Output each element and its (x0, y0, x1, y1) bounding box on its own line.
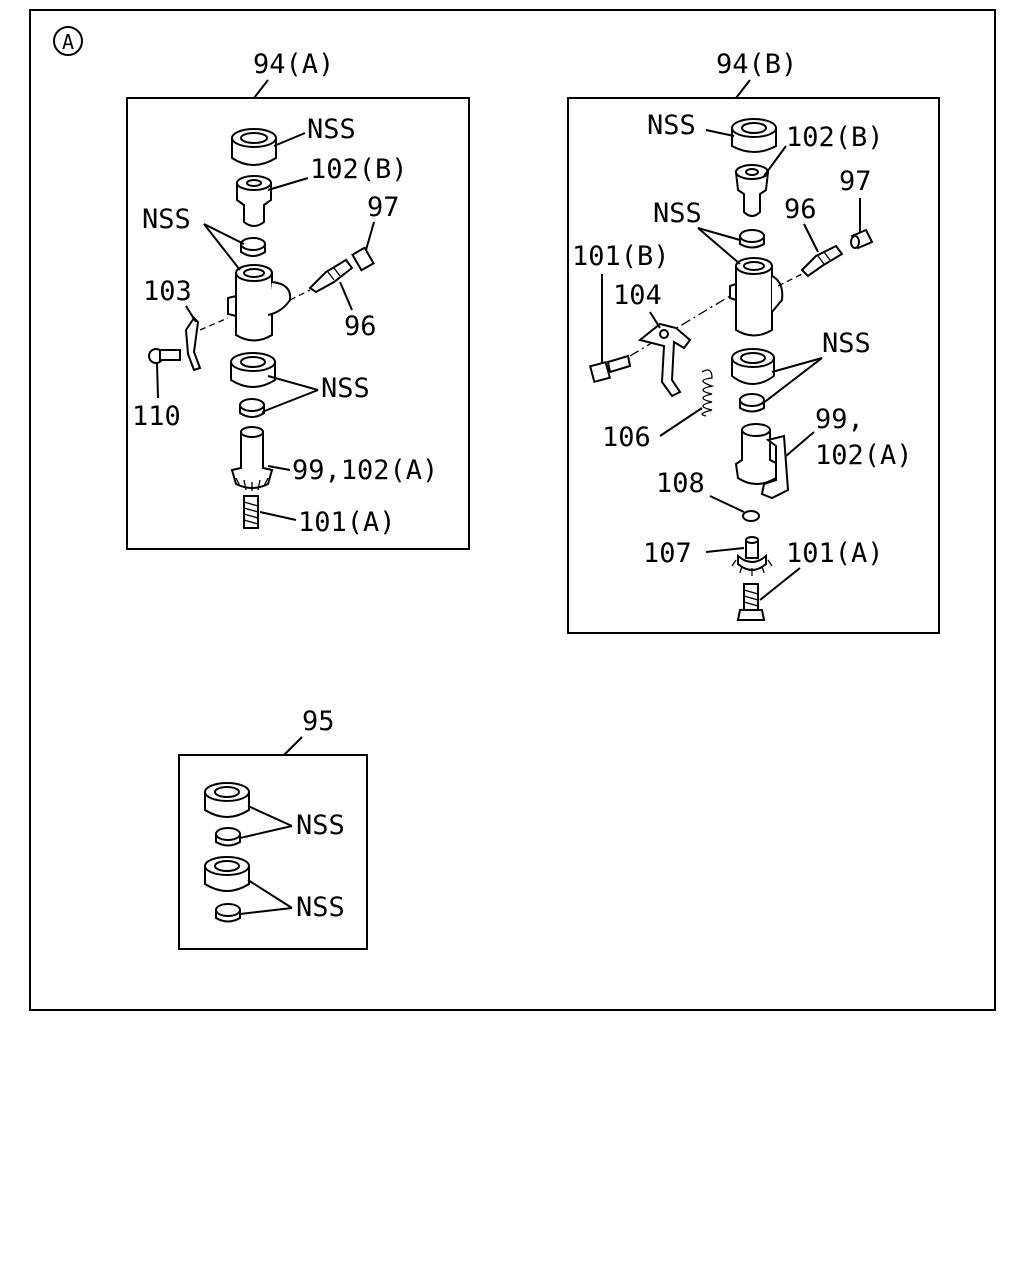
group-95-title: 95 (302, 706, 335, 737)
adjuster-piston-part (230, 426, 274, 491)
adjusting-screw-part (736, 583, 766, 621)
callout-110: 110 (132, 401, 181, 432)
callout-101a: 101(A) (298, 507, 396, 538)
callout-96: 96 (784, 194, 817, 225)
group-95-box (178, 754, 368, 950)
group-94b: 94(B) (567, 49, 940, 634)
callout-102b: 102(B) (310, 154, 408, 185)
callout-nss-3: NSS (321, 373, 370, 404)
dust-seal-part (731, 118, 777, 153)
callout-101b: 101(B) (572, 241, 670, 272)
wheel-cylinder-body (227, 264, 292, 342)
piston-seal-part (731, 348, 775, 385)
dust-seal-part (231, 128, 277, 166)
return-spring-part (701, 369, 715, 417)
callout-99: 99, (815, 404, 864, 435)
seal-ring-part (239, 398, 265, 418)
dust-seal-part (204, 856, 250, 892)
adjusting-screw-part (243, 495, 259, 529)
piston-cup-part (240, 237, 266, 257)
adjusting-lever-part (637, 322, 692, 398)
bleeder-nipple-part (800, 244, 844, 278)
group-94b-box (567, 97, 940, 634)
spring-plate-part (184, 316, 202, 372)
callout-nss-2: NSS (653, 198, 702, 229)
callout-nss-2: NSS (296, 892, 345, 923)
callout-97: 97 (367, 192, 400, 223)
seal-ring-part (739, 393, 765, 413)
adjuster-piston-part (734, 423, 790, 500)
callout-107: 107 (643, 538, 692, 569)
callout-nss-3: NSS (822, 328, 871, 359)
callout-102b: 102(B) (786, 122, 884, 153)
bleeder-nipple-part (308, 258, 354, 294)
bleeder-cap-part (850, 228, 874, 250)
callout-96: 96 (344, 311, 377, 342)
section-marker: A (53, 26, 83, 56)
group-94a-box (126, 97, 470, 550)
mounting-bolt-part (588, 354, 632, 384)
seal-ring-part (215, 827, 241, 847)
callout-99-102a: 99,102(A) (292, 455, 438, 486)
seal-ring-part (215, 903, 241, 923)
callout-nss-1: NSS (296, 810, 345, 841)
callout-102a: 102(A) (815, 440, 913, 471)
callout-nss-2: NSS (142, 204, 191, 235)
callout-103: 103 (143, 276, 192, 307)
adjusting-wheel-part (731, 536, 773, 576)
callout-97: 97 (839, 166, 872, 197)
bolt-part (148, 348, 181, 364)
washer-part (742, 510, 760, 522)
bleeder-cap-part (351, 246, 375, 272)
group-94a-title: 94(A) (253, 49, 334, 80)
wheel-cylinder-body (729, 257, 784, 337)
bleeder-screw-part (236, 175, 272, 227)
bleeder-screw-part (734, 164, 770, 217)
callout-108: 108 (656, 468, 705, 499)
section-marker-letter: A (62, 30, 74, 54)
callout-104: 104 (613, 280, 662, 311)
group-95: 95 NSS NSS (178, 706, 368, 950)
group-94b-title: 94(B) (716, 49, 797, 80)
piston-cup-part (739, 229, 765, 249)
callout-nss-1: NSS (647, 110, 696, 141)
outer-frame (29, 9, 996, 1011)
piston-seal-part (230, 352, 276, 388)
callout-101a: 101(A) (786, 538, 884, 569)
group-94a: 94(A) (126, 49, 470, 550)
dust-seal-part (204, 782, 250, 818)
callout-nss-1: NSS (307, 114, 356, 145)
callout-106: 106 (602, 422, 651, 453)
